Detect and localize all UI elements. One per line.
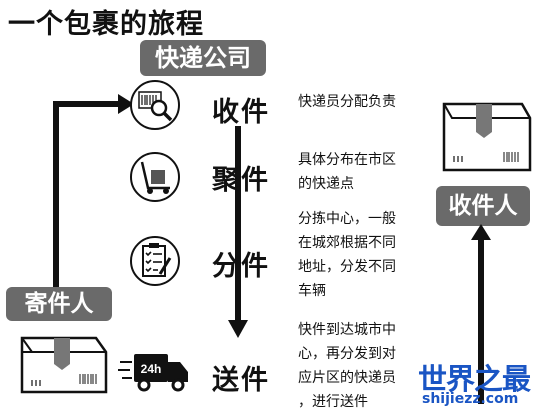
step-deliver: 送件 — [212, 365, 270, 396]
step-receive-desc: 快递员分配负责 — [298, 94, 396, 110]
receiver-arrow-head — [471, 224, 491, 240]
diagram-title: 一个包裹的旅程 — [8, 9, 204, 40]
step-collect: 聚件 — [212, 165, 270, 196]
watermark-logo: 世界之最 — [418, 362, 531, 396]
express-company-label: 快递公司 — [140, 40, 266, 76]
sender-to-company-arrow — [53, 101, 118, 287]
receiver-package-icon — [442, 102, 532, 172]
step-collect-desc: 具体分布在市区 的快递点 — [298, 152, 396, 192]
process-arrow-head — [228, 320, 248, 338]
checklist-clipboard-icon — [130, 236, 180, 286]
step-sort-desc: 分拣中心，一般 在城郊根据不同 地址，分发不同 车辆 — [298, 211, 396, 299]
delivery-truck-24h-icon: 24h — [118, 354, 188, 392]
magnifier-barcode-icon — [130, 80, 180, 130]
sender-package-icon — [20, 336, 108, 394]
step-receive: 收件 — [212, 97, 270, 128]
sender-label: 寄件人 — [6, 287, 112, 321]
receiver-label: 收件人 — [436, 186, 530, 226]
sender-arrow-head — [118, 94, 134, 114]
watermark-url: shijiezz.com — [422, 391, 519, 407]
truck-badge: 24h — [141, 362, 162, 376]
hand-truck-icon — [130, 152, 180, 202]
step-deliver-desc: 快件到达城市中 心，再分发到对 应片区的快递员 ，进行送件 — [298, 322, 396, 410]
step-sort: 分件 — [212, 251, 270, 282]
